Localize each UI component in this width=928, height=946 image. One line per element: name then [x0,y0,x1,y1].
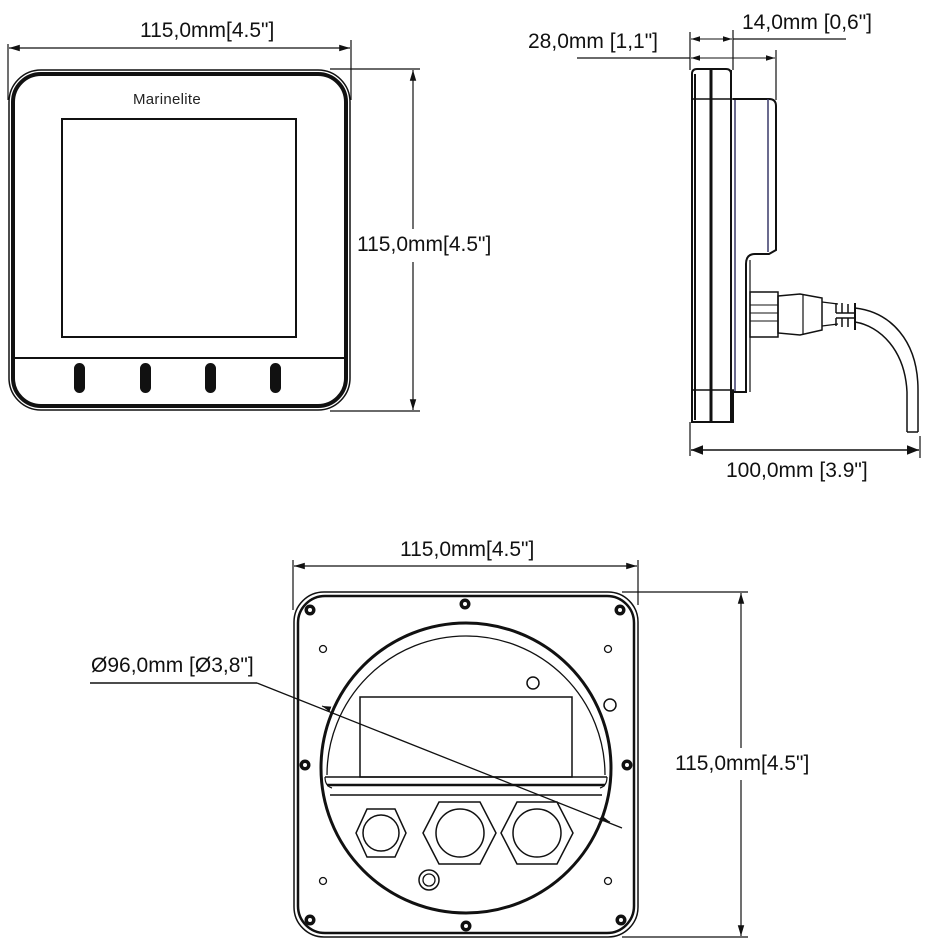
side-view [577,30,921,458]
front-height-dimension: 115,0mm[4.5"] [357,233,492,256]
rear-width-dimension: 115,0mm[4.5"] [400,538,535,561]
brand-logo: Marinelite [133,91,202,108]
cable-glands [355,801,574,865]
side-total-depth-dimension: 100,0mm [3.9"] [726,459,868,482]
mounting-screws [299,598,633,932]
cable-connector [749,291,919,433]
cutout-diameter-dimension: Ø96,0mm [Ø3,8"] [91,654,254,677]
front-buttons [74,363,281,393]
rear-height-dimension: 115,0mm[4.5"] [675,752,810,775]
front-width-dimension: 115,0mm[4.5"] [140,19,275,42]
side-body-depth-dimension: 14,0mm [0,6"] [742,11,873,34]
front-view [7,40,420,412]
side-bezel-depth-dimension: 28,0mm [1,1"] [528,30,659,53]
rear-view [90,560,748,938]
